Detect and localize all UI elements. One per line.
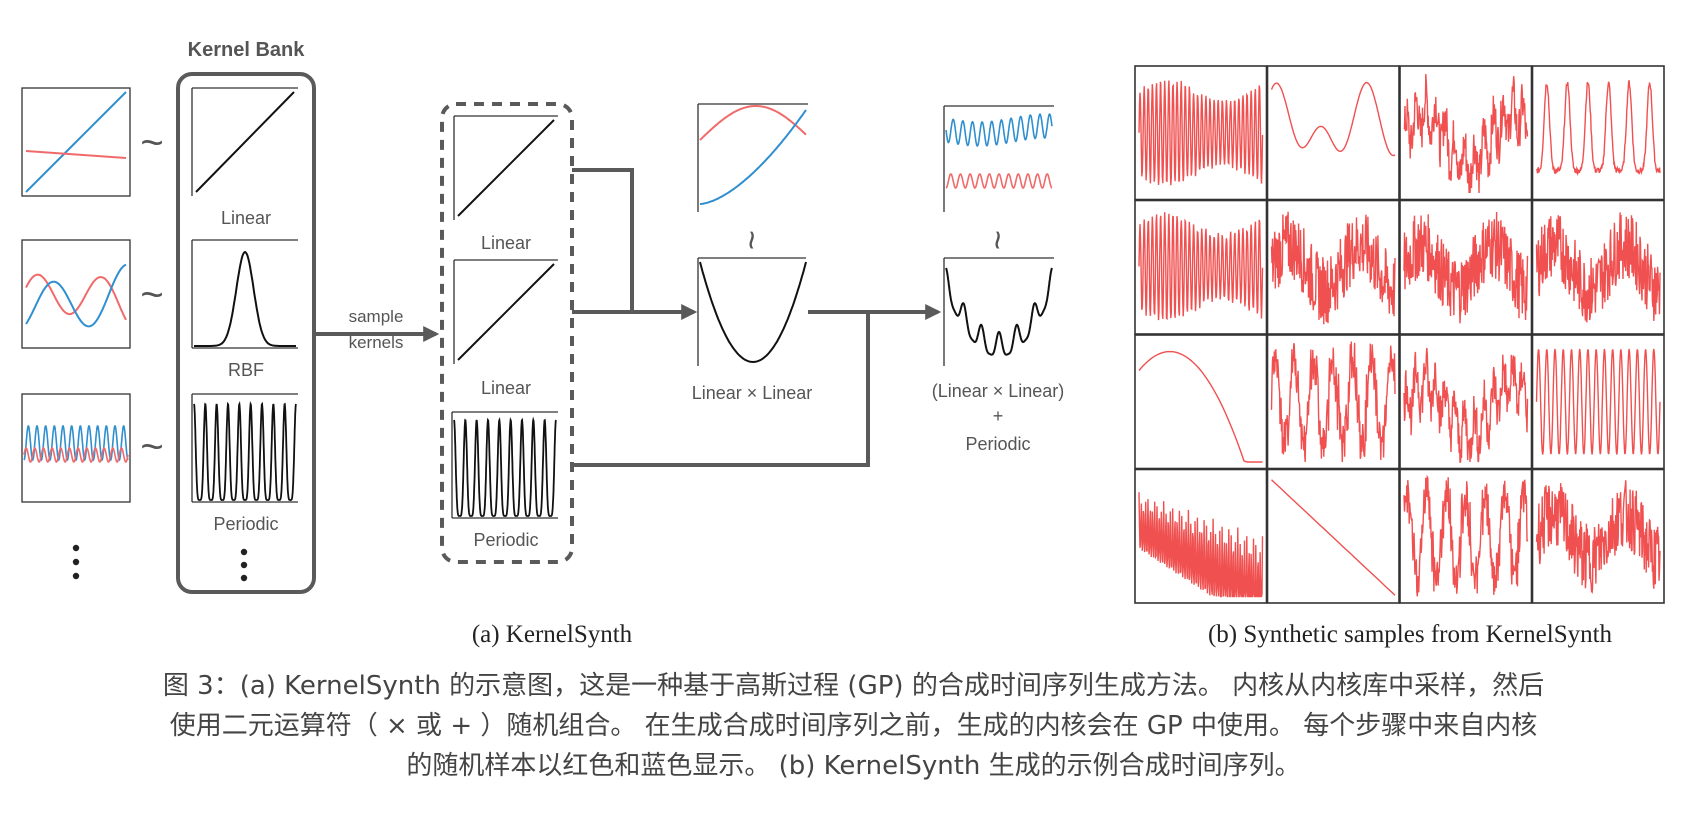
- sum-kernel-panel: [943, 257, 1054, 366]
- sample-series: [1403, 74, 1529, 194]
- bank-kernel-rbf: RBF: [191, 239, 298, 380]
- tilde-product: ~: [732, 230, 770, 250]
- sample-cell: [1266, 65, 1400, 201]
- more-dots-left: [72, 544, 80, 580]
- sample-label-2: kernels: [349, 333, 404, 352]
- rbf-sample-red: [25, 273, 127, 321]
- periodic-sample-red: [23, 447, 129, 463]
- periodic-sample-blue: [23, 425, 129, 462]
- sample-series: [1138, 492, 1264, 598]
- kernel-bank-title: Kernel Bank: [188, 39, 306, 61]
- kernel-bank-box: [176, 72, 316, 594]
- sample-series: [1270, 341, 1396, 463]
- sample-series: [1403, 347, 1529, 463]
- tilde-sum: ~: [978, 230, 1016, 250]
- caption-line-2: 使用二元运算符（ × 或 + ）随机组合。 在生成合成时间序列之前，生成的内核会…: [169, 711, 1538, 741]
- sum-samples-panel: [943, 105, 1054, 212]
- tilde-periodic: ~: [140, 425, 163, 469]
- bank-rbf-curve: [194, 250, 296, 347]
- sample-series: [1535, 79, 1661, 177]
- bank-rbf-label: RBF: [228, 360, 264, 380]
- bank-periodic-label: Periodic: [213, 514, 278, 534]
- tilde-linear: ~: [140, 121, 163, 165]
- sample-series: [1138, 212, 1264, 321]
- subcaption-b: (b) Synthetic samples from KernelSynth: [1208, 621, 1613, 648]
- sample-series: [1535, 348, 1661, 455]
- sample-series: [1270, 211, 1396, 325]
- flow-linear-1: [572, 168, 634, 312]
- product-sample-blue: [699, 109, 807, 205]
- sample-cell: [1266, 468, 1400, 604]
- sampled-periodic-label: Periodic: [473, 530, 538, 550]
- subcaption-a: (a) KernelSynth: [472, 621, 633, 648]
- sum-label-1: (Linear × Linear): [932, 381, 1065, 401]
- bank-linear-curve: [195, 91, 295, 193]
- product-sample-red: [699, 105, 807, 141]
- sample-series: [1535, 480, 1661, 595]
- sum-label-3: Periodic: [965, 434, 1030, 454]
- sample-series: [1138, 80, 1264, 186]
- rbf-sample-blue: [25, 263, 127, 328]
- sampled-periodic: Periodic: [451, 411, 558, 550]
- sample-series: [1403, 474, 1529, 597]
- sampled-linear-2: Linear: [453, 259, 558, 398]
- linear-sample-blue: [25, 91, 127, 193]
- product-label: Linear × Linear: [692, 383, 813, 403]
- sample-series: [1270, 81, 1396, 157]
- sample-series: [1535, 212, 1661, 323]
- bank-kernel-linear: Linear: [191, 87, 298, 228]
- sampled-linear-1-label: Linear: [481, 233, 531, 253]
- caption-line-3: 的随机样本以红色和蓝色显示。 (b) KernelSynth 生成的示例合成时间…: [406, 751, 1301, 781]
- bank-linear-label: Linear: [221, 208, 271, 228]
- sample-series: [1138, 350, 1263, 463]
- product-kernel-curve: [699, 261, 807, 364]
- tilde-rbf: ~: [140, 273, 163, 317]
- sampled-kernels-box: [440, 102, 574, 564]
- sampled-linear-1: Linear: [453, 115, 558, 253]
- bank-kernel-periodic: Periodic: [191, 393, 298, 534]
- product-kernel-panel: [697, 257, 807, 366]
- sample-cell: [1134, 334, 1268, 470]
- sample-cell: [1399, 65, 1533, 201]
- bank-periodic-curve: [193, 401, 297, 501]
- sum-sample-blue: [945, 113, 1053, 147]
- more-dots-bank: [240, 548, 248, 582]
- sample-cell: [1531, 65, 1665, 201]
- sum-kernel-curve: [945, 267, 1053, 356]
- linear-sample-red: [25, 150, 127, 159]
- sample-series: [1271, 479, 1396, 596]
- figure-caption: 图 3：(a) KernelSynth 的示意图，这是一种基于高斯过程 (GP)…: [0, 666, 1707, 786]
- sample-label-1: sample: [349, 307, 404, 326]
- caption-line-1: 图 3：(a) KernelSynth 的示意图，这是一种基于高斯过程 (GP)…: [162, 671, 1545, 701]
- synthetic-samples-grid: [1134, 65, 1665, 604]
- sample-series: [1403, 211, 1529, 324]
- flow-periodic: [572, 312, 870, 467]
- sample-panels-left: [21, 87, 131, 503]
- sampled-linear-2-label: Linear: [481, 378, 531, 398]
- sum-sample-red: [945, 173, 1053, 189]
- rbf-samples-panel: [21, 239, 131, 349]
- sum-label-2: +: [993, 406, 1004, 426]
- product-samples-panel: [697, 103, 808, 212]
